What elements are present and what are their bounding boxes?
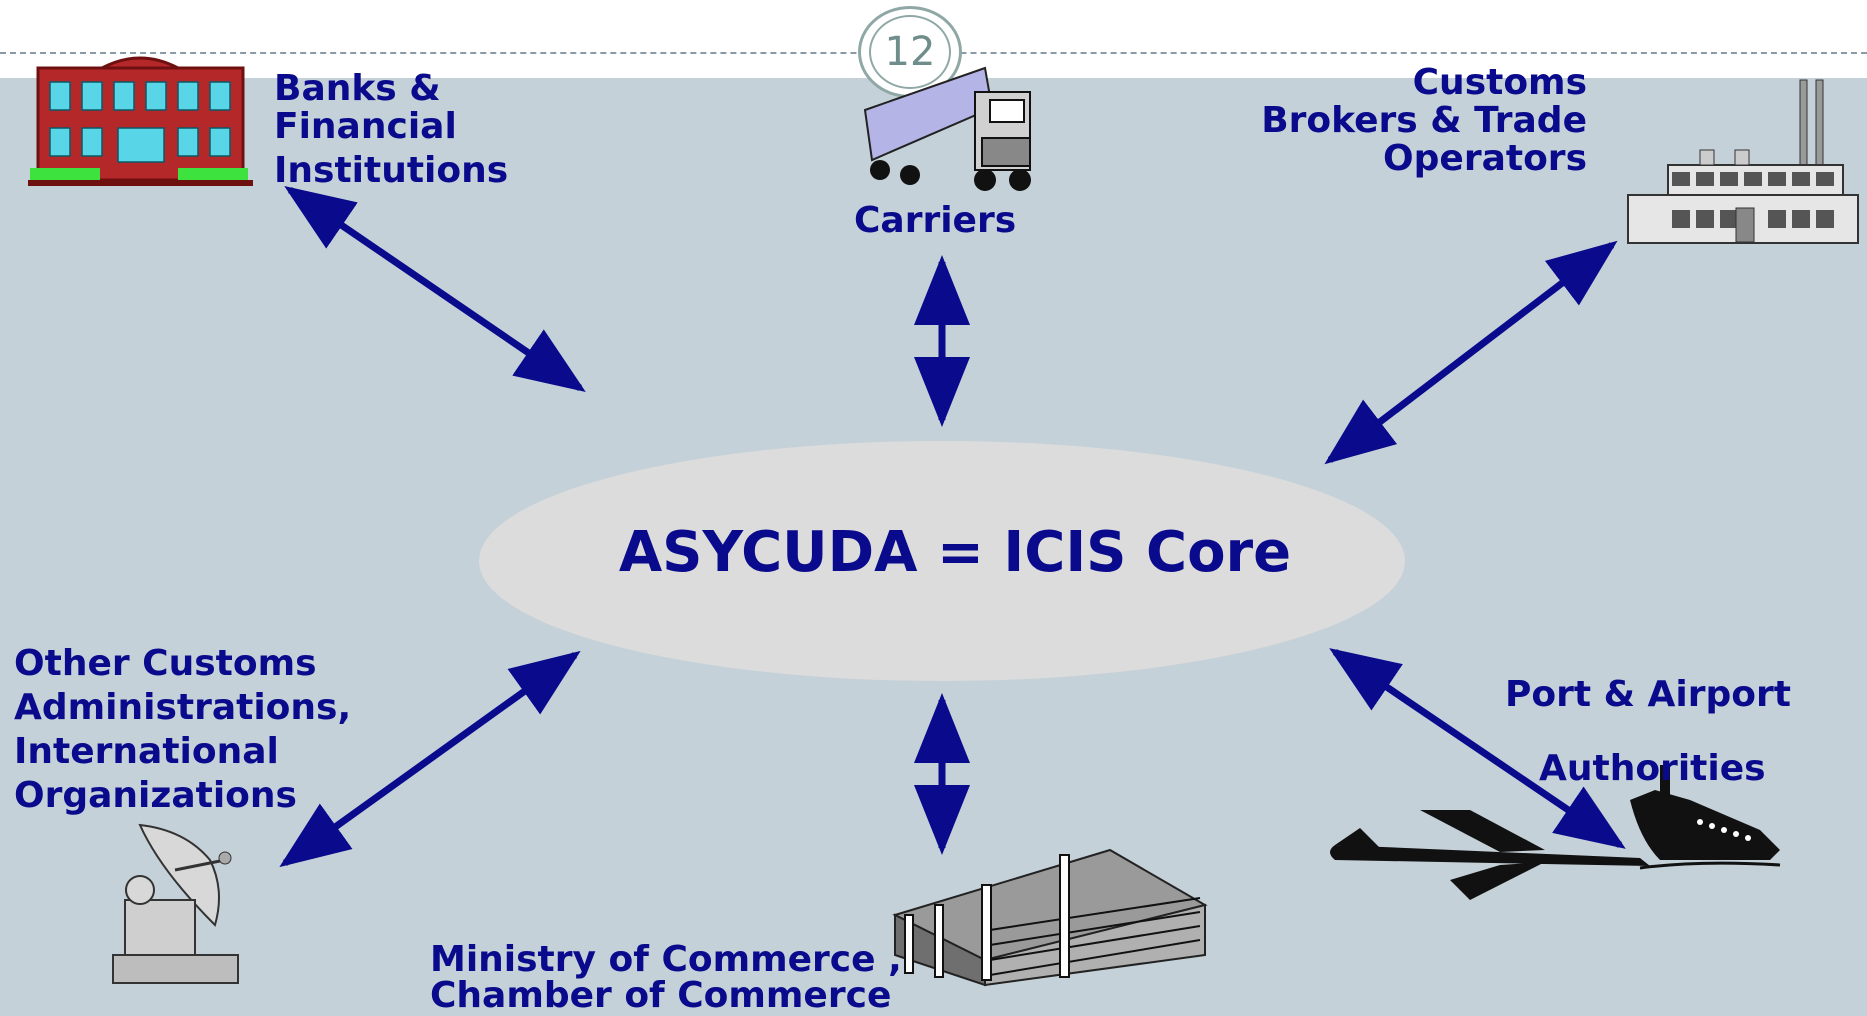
- satellite-dish-icon: [112, 823, 239, 984]
- node-label-line: Customs: [1412, 62, 1587, 103]
- node-label-other-customs: Other Customs Administrations, Internati…: [14, 642, 351, 818]
- node-label-line: Institutions: [274, 149, 509, 191]
- node-label-line: Banks &: [274, 68, 441, 109]
- node-label-line: Chamber of Commerce: [430, 975, 892, 1016]
- arrow-other-customs: [279, 650, 581, 868]
- factory-icon: [1627, 79, 1859, 244]
- node-label-carriers: Carriers: [854, 202, 1016, 240]
- node-label-brokers: Customs Brokers & Trade Operators: [1180, 64, 1587, 177]
- core-ellipse: [479, 441, 1405, 681]
- node-label-line: Organizations: [14, 774, 297, 816]
- node-label-port: Port & Airport Authorities: [1505, 676, 1791, 788]
- node-label-banks: Banks & Financial Institutions: [274, 70, 508, 189]
- node-label-line: International: [14, 730, 279, 772]
- node-label-line: Administrations,: [14, 686, 352, 728]
- node-label-line: Financial: [274, 105, 457, 147]
- node-label-line: Carriers: [854, 200, 1017, 241]
- node-label-line: Ministry of Commerce ,: [430, 939, 902, 980]
- node-label-line: Operators: [1383, 137, 1587, 179]
- node-label-ministry: Ministry of Commerce , Chamber of Commer…: [430, 942, 902, 1014]
- node-label-line: Brokers & Trade: [1261, 99, 1587, 141]
- plane-and-ship-icon: [1330, 765, 1781, 900]
- truck-icon: [863, 66, 1031, 191]
- arrow-brokers: [1324, 240, 1618, 465]
- arrow-banks: [284, 186, 586, 392]
- arrow-port: [1329, 648, 1626, 849]
- bank-building-icon: [28, 56, 253, 186]
- node-label-line: Port & Airport: [1505, 674, 1791, 715]
- node-label-line: Other Customs: [14, 643, 317, 684]
- node-label-line: Authorities: [1539, 747, 1766, 789]
- core-label: ASYCUDA = ICIS Core: [618, 520, 1292, 585]
- page-number: 12: [869, 15, 951, 89]
- office-building-icon: [892, 848, 1208, 987]
